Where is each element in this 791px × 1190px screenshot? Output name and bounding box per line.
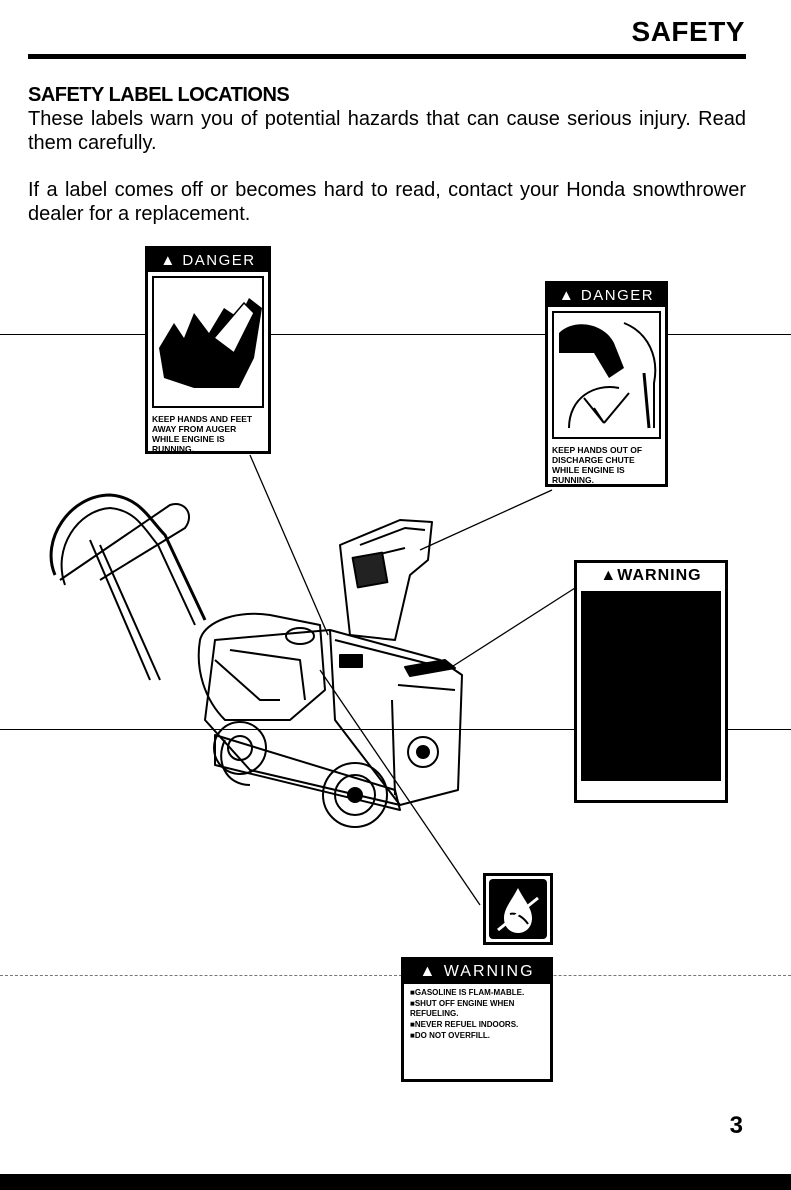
fuel-warning-label: ▲ WARNING ■GASOLINE IS FLAM-MABLE. ■SHUT… — [401, 957, 553, 1082]
warning-triangle-icon: ▲ — [600, 567, 618, 584]
list-item-text: GASOLINE IS FLAM-MABLE. — [414, 988, 525, 997]
fuel-warning-list: ■GASOLINE IS FLAM-MABLE. ■SHUT OFF ENGIN… — [404, 984, 550, 1046]
list-item-text: NEVER REFUEL INDOORS. — [414, 1020, 519, 1029]
auger-danger-label: ▲ DANGER KEEP HANDS AND FEET AWAY FROM A… — [145, 246, 271, 454]
warning-label-title: WARNING — [617, 567, 702, 584]
danger-label-title: DANGER — [182, 252, 256, 269]
warning-label-title: WARNING — [443, 963, 535, 980]
auger-hand-icon — [159, 298, 262, 388]
chute-hazard-pictogram — [552, 311, 661, 439]
danger-label-header: ▲ DANGER — [548, 284, 665, 307]
warning-label-header: ▲ WARNING — [404, 960, 550, 984]
operation-warning-label: ▲WARNING — [574, 560, 728, 803]
fuel-pictogram-label — [483, 873, 553, 945]
section-heading: SAFETY LABEL LOCATIONS — [28, 84, 290, 106]
chute-danger-label: ▲ DANGER KEEP HANDS OUT OF DISCHARGE CHU… — [545, 281, 668, 487]
warning-triangle-icon: ▲ — [419, 963, 438, 980]
chute-label-text: KEEP HANDS OUT OF DISCHARGE CHUTE WHILE … — [552, 445, 643, 485]
fuel-drop-icon — [489, 879, 547, 939]
title-rule — [28, 54, 746, 59]
danger-label-header: ▲ DANGER — [148, 249, 268, 272]
page-title: SAFETY — [631, 16, 745, 47]
list-item: ■DO NOT OVERFILL. — [410, 1031, 490, 1040]
danger-label-title: DANGER — [580, 287, 655, 304]
page-number: 3 — [729, 1112, 743, 1139]
intro-paragraph: These labels warn you of potential hazar… — [28, 108, 746, 154]
replacement-paragraph: If a label comes off or becomes hard to … — [28, 179, 746, 225]
warning-label-header: ▲WARNING — [577, 563, 725, 587]
scan-line — [0, 334, 791, 335]
warning-triangle-icon: ▲ — [160, 252, 177, 269]
scan-line — [0, 729, 791, 730]
warning-label-body — [581, 591, 721, 781]
auger-label-text: KEEP HANDS AND FEET AWAY FROM AUGER WHIL… — [152, 414, 253, 454]
list-item: ■GASOLINE IS FLAM-MABLE. — [410, 988, 525, 997]
warning-triangle-icon: ▲ — [558, 287, 576, 304]
scan-dotted-line — [0, 975, 791, 976]
list-item-text: DO NOT OVERFILL. — [414, 1031, 490, 1040]
list-item: ■NEVER REFUEL INDOORS. — [410, 1020, 519, 1029]
list-item-text: SHUT OFF ENGINE WHEN REFUELING. — [410, 999, 515, 1018]
auger-hazard-pictogram — [152, 276, 264, 408]
list-item: ■SHUT OFF ENGINE WHEN REFUELING. — [410, 999, 515, 1018]
chute-hand-icon — [559, 322, 657, 429]
bottom-bar — [0, 1174, 791, 1190]
